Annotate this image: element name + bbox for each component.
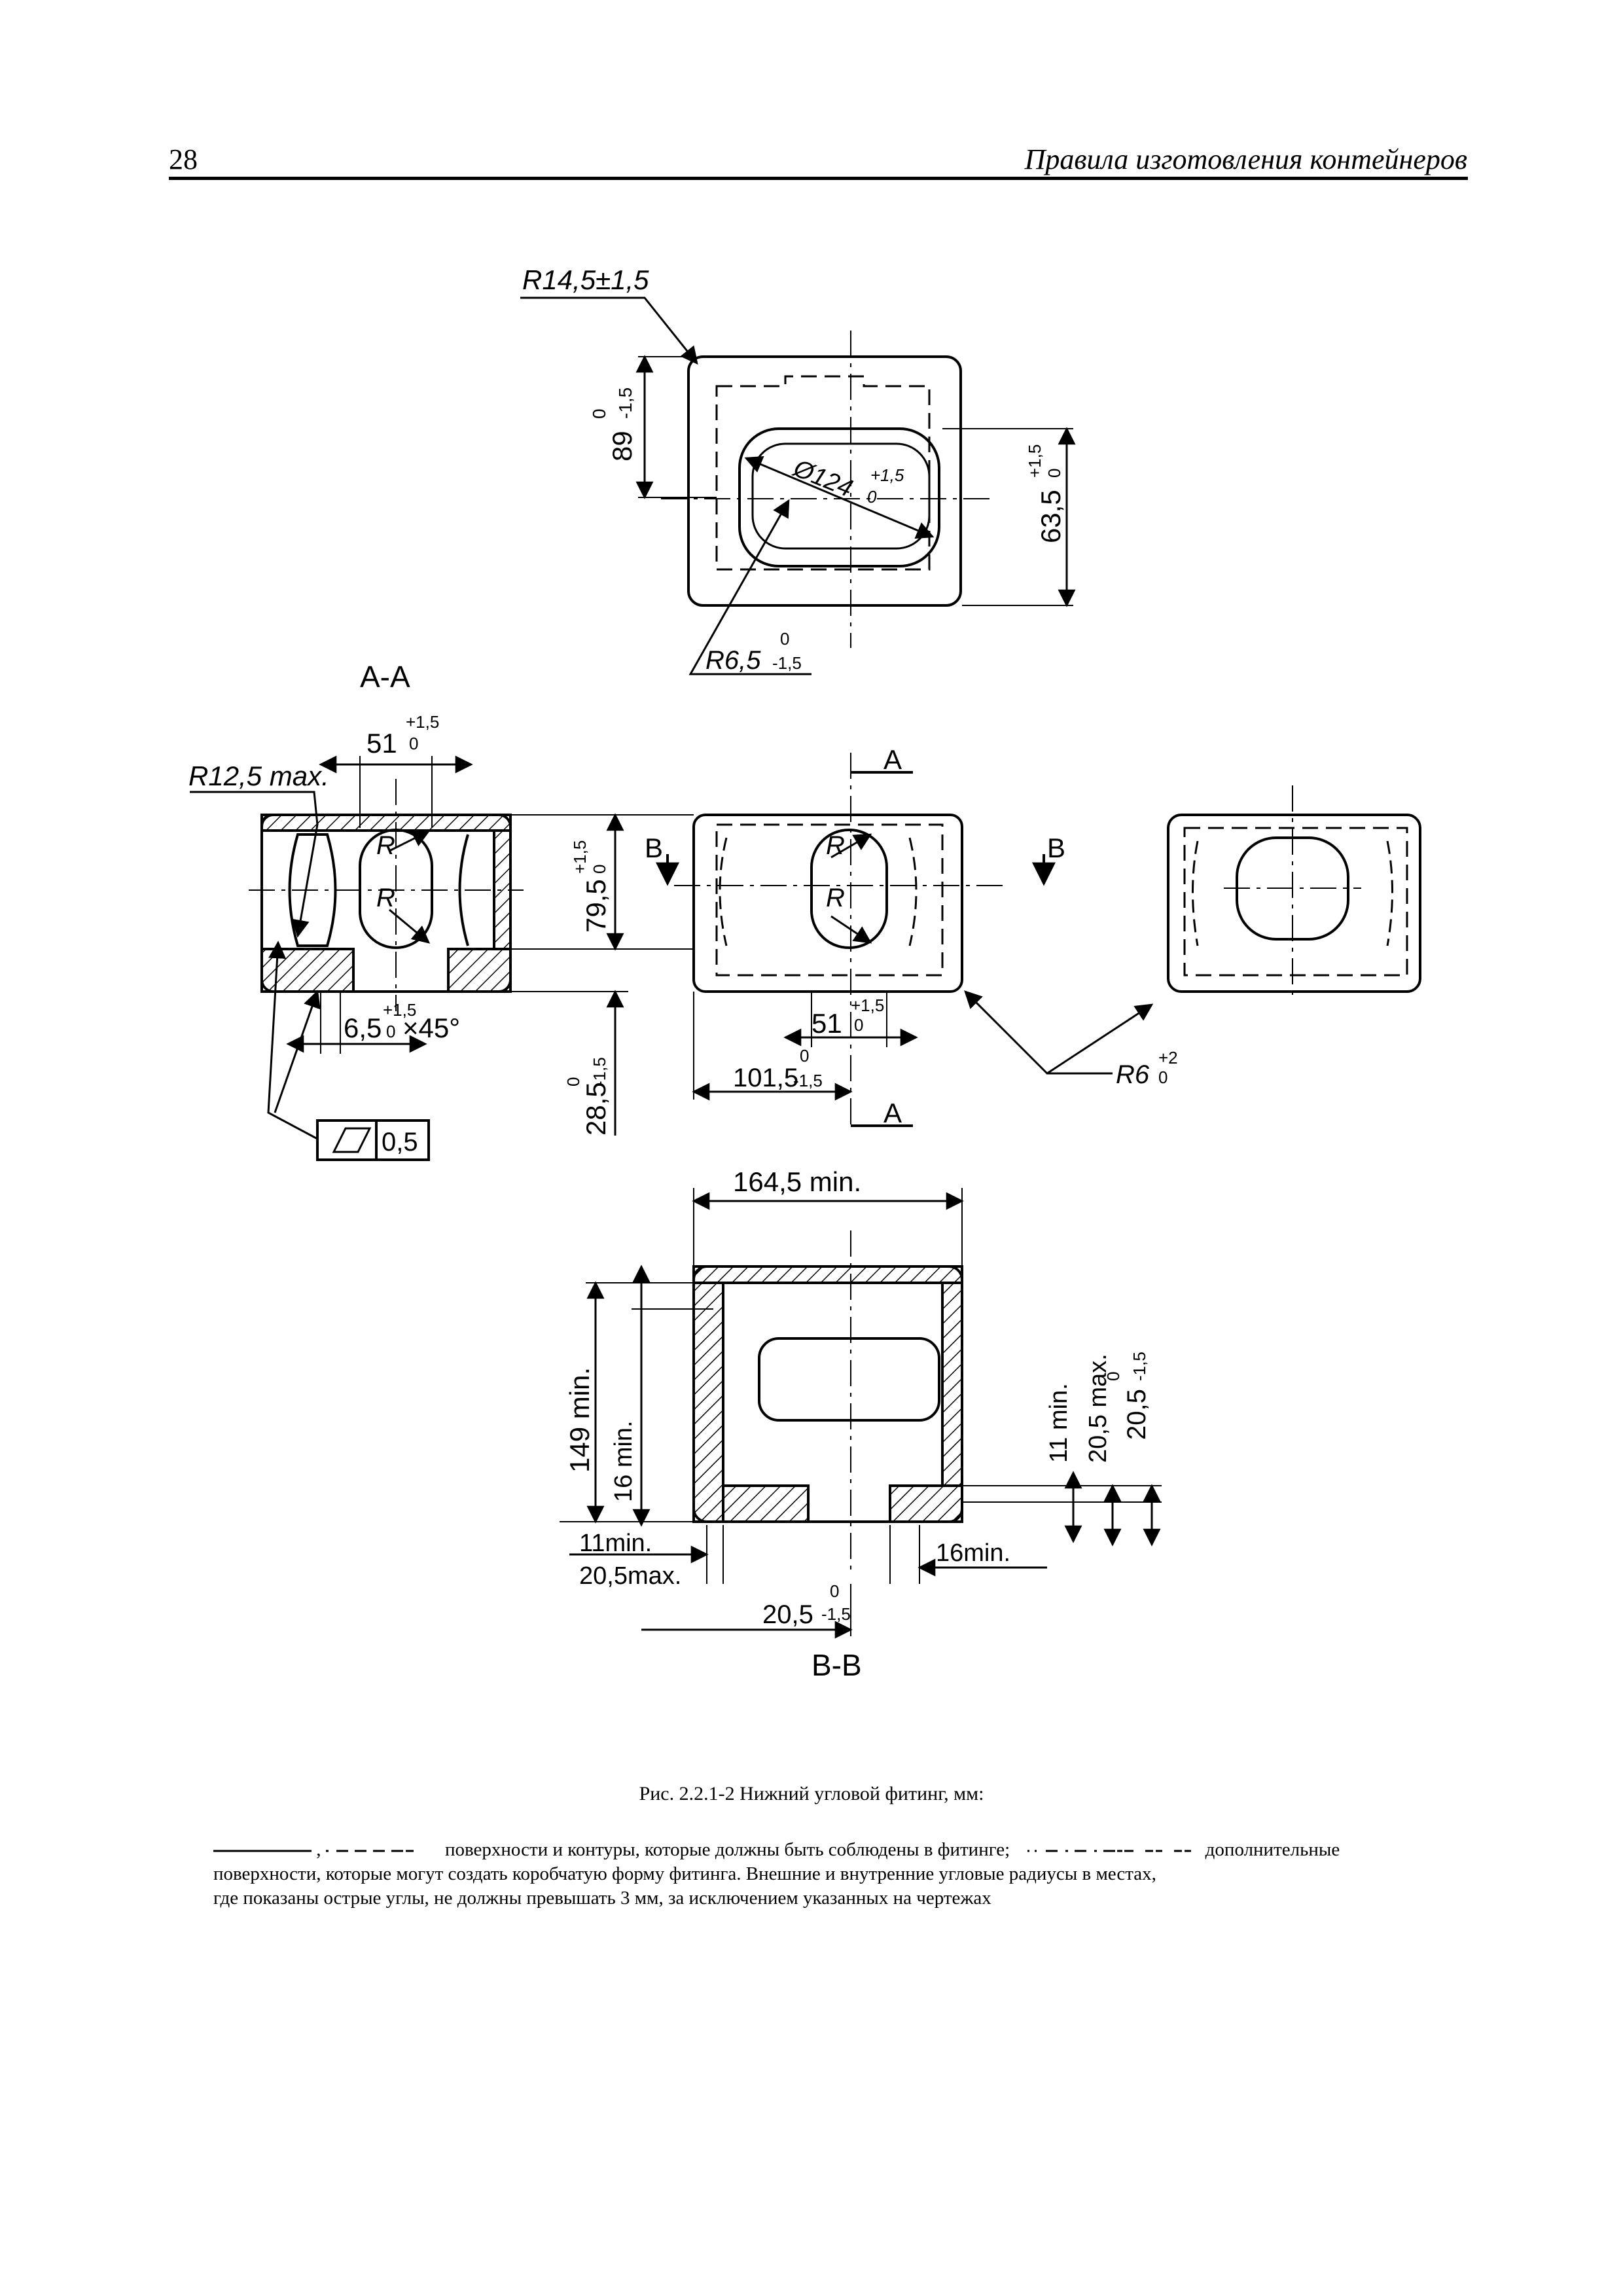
- front-offset-dim: 101,5: [733, 1064, 798, 1092]
- front-cut-a-bottom: A: [883, 1098, 902, 1128]
- bb-hatch-bottom-left: [722, 1484, 810, 1523]
- plan-slot-tol-lower: 0: [867, 487, 877, 507]
- front-corner-radius: R6: [1116, 1060, 1150, 1089]
- legend-separator: ,: [316, 1839, 321, 1860]
- front-radius-bottom: R: [826, 884, 845, 912]
- aa-hatch-base-right: [447, 948, 512, 993]
- plan-view: [520, 296, 1076, 675]
- plan-slot-radius-tol-lower: -1,5: [772, 653, 802, 673]
- plan-inner-contour: [715, 375, 931, 571]
- flatness-value: 0,5: [382, 1128, 418, 1157]
- front-width-dim: 51: [812, 1008, 842, 1039]
- front-offset-tol-lower: -1,5: [793, 1071, 823, 1090]
- aa-hatch-top: [260, 814, 512, 832]
- bb-rib-min: 11 min.: [1045, 1383, 1073, 1463]
- section-bb: [560, 1188, 1162, 1639]
- bb-height-min: 149 min.: [564, 1367, 595, 1473]
- plan-outline: [687, 355, 962, 607]
- plan-slot-outer: [738, 427, 940, 567]
- bb-rib-tol-upper: 0: [1103, 1372, 1123, 1381]
- front-corner-tol-upper: +2: [1158, 1048, 1178, 1067]
- front-offset-tol-upper: 0: [800, 1046, 809, 1066]
- aa-chamfer-tol-upper: +1,5: [383, 1000, 416, 1020]
- figure-legend: , поверхности и контуры, которые должны …: [213, 1838, 1437, 1910]
- aa-height-tol-upper: +1,5: [570, 840, 590, 874]
- dash-dot-line-icon: [1027, 1850, 1192, 1852]
- plan-height-tol-upper: 0: [589, 408, 609, 419]
- bb-wall-min: 16 min.: [610, 1420, 637, 1502]
- aa-base-dim: 28,5: [580, 1082, 611, 1136]
- solid-line-icon: [213, 1850, 312, 1852]
- aa-chamfer-angle: ×45°: [402, 1013, 460, 1043]
- front-width-tol-lower: 0: [854, 1015, 863, 1035]
- dashed-line-icon: [325, 1850, 414, 1852]
- plan-radius-label: R14,5±1,5: [522, 264, 649, 295]
- front-radius-top: R: [826, 831, 845, 860]
- figure-caption: Рис. 2.2.1-2 Нижний угловой фитинг, мм:: [639, 1783, 984, 1804]
- section-aa: [190, 755, 694, 1161]
- legend-line-1: , поверхности и контуры, которые должны …: [213, 1838, 1437, 1862]
- legend-line-3: где показаны острые углы, не должны прев…: [213, 1888, 991, 1909]
- plan-height-tol-lower: -1,5: [615, 387, 635, 419]
- plan-height-dim: 89: [607, 431, 637, 461]
- bb-bottom-tol-lower: -1,5: [821, 1604, 851, 1624]
- aa-chamfer-dim: 6,5: [344, 1013, 382, 1043]
- front-cut-a-top: A: [883, 744, 902, 775]
- bb-bottom-wall-min: 16min.: [936, 1539, 1010, 1567]
- aa-radius-max: R12,5 max.: [188, 761, 329, 791]
- bb-bottom-dim: 20,5: [762, 1600, 813, 1629]
- plan-slot-radius-tol-upper: 0: [780, 629, 789, 649]
- front-width-tol-upper: +1,5: [851, 996, 884, 1015]
- bb-hatch-right: [941, 1282, 963, 1487]
- bb-rib-tol-lower: -1,5: [1130, 1352, 1149, 1381]
- aa-width-tol-lower: 0: [409, 734, 418, 753]
- aa-radius-bottom: R: [376, 884, 395, 912]
- running-title: Правила изготовления контейнеров: [1024, 143, 1467, 175]
- bb-width-min: 164,5 min.: [733, 1166, 861, 1197]
- front-cut-b-right: B: [1047, 833, 1065, 863]
- front-cut-b-left: B: [645, 833, 663, 863]
- bb-bottom-tol-upper: 0: [830, 1581, 839, 1601]
- technical-drawing: R14,5±1,5 89 0 -1,5 Ø124 +1,5 0 R6,5 0 -…: [188, 264, 1421, 1682]
- bb-hatch-bottom-right: [889, 1484, 963, 1523]
- aa-base-tol-lower: -1,5: [590, 1057, 609, 1086]
- plan-offset-tol-lower: 0: [1044, 469, 1064, 478]
- bb-bottom-rib-min: 11min.: [579, 1530, 652, 1557]
- bb-bottom-rib-max: 20,5max.: [579, 1562, 681, 1590]
- aa-height-tol-lower: 0: [590, 865, 609, 874]
- front-view: [656, 753, 1154, 1127]
- header-rule: [169, 177, 1468, 180]
- front-corner-tol-lower: 0: [1158, 1067, 1168, 1087]
- plan-slot-radius: R6,5: [705, 646, 761, 675]
- bb-rib-max: 20,5 max.: [1084, 1354, 1112, 1463]
- aa-base-tol-upper: 0: [563, 1077, 583, 1086]
- legend-line-2: поверхности, которые могут создать короб…: [213, 1863, 1156, 1884]
- flatness-symbol: [332, 1127, 372, 1153]
- bb-rib-dim: 20,5: [1122, 1389, 1151, 1440]
- legend-part1: поверхности и контуры, которые должны бы…: [445, 1839, 1010, 1860]
- section-bb-title: B-B: [812, 1648, 862, 1682]
- bb-hatch-left: [692, 1282, 724, 1523]
- aa-radius-top: R: [376, 831, 395, 860]
- page-number: 28: [169, 143, 198, 175]
- plan-slot-tol-upper: +1,5: [870, 465, 904, 485]
- aa-width-tol-upper: +1,5: [406, 712, 439, 732]
- plan-slot-diameter: Ø124: [789, 454, 857, 503]
- plan-offset-dim: 63,5: [1035, 490, 1066, 543]
- section-aa-title: A-A: [360, 660, 410, 694]
- legend-part2: дополнительные: [1205, 1839, 1340, 1860]
- bb-hatch-top: [692, 1265, 963, 1284]
- aa-width-dim: 51: [366, 728, 397, 759]
- flatness-frame: [316, 1119, 430, 1161]
- aa-chamfer-tol-lower: 0: [386, 1022, 395, 1041]
- aa-height-dim: 79,5: [580, 879, 611, 933]
- side-view: [1167, 785, 1421, 1001]
- plan-offset-tol-upper: +1,5: [1025, 444, 1044, 478]
